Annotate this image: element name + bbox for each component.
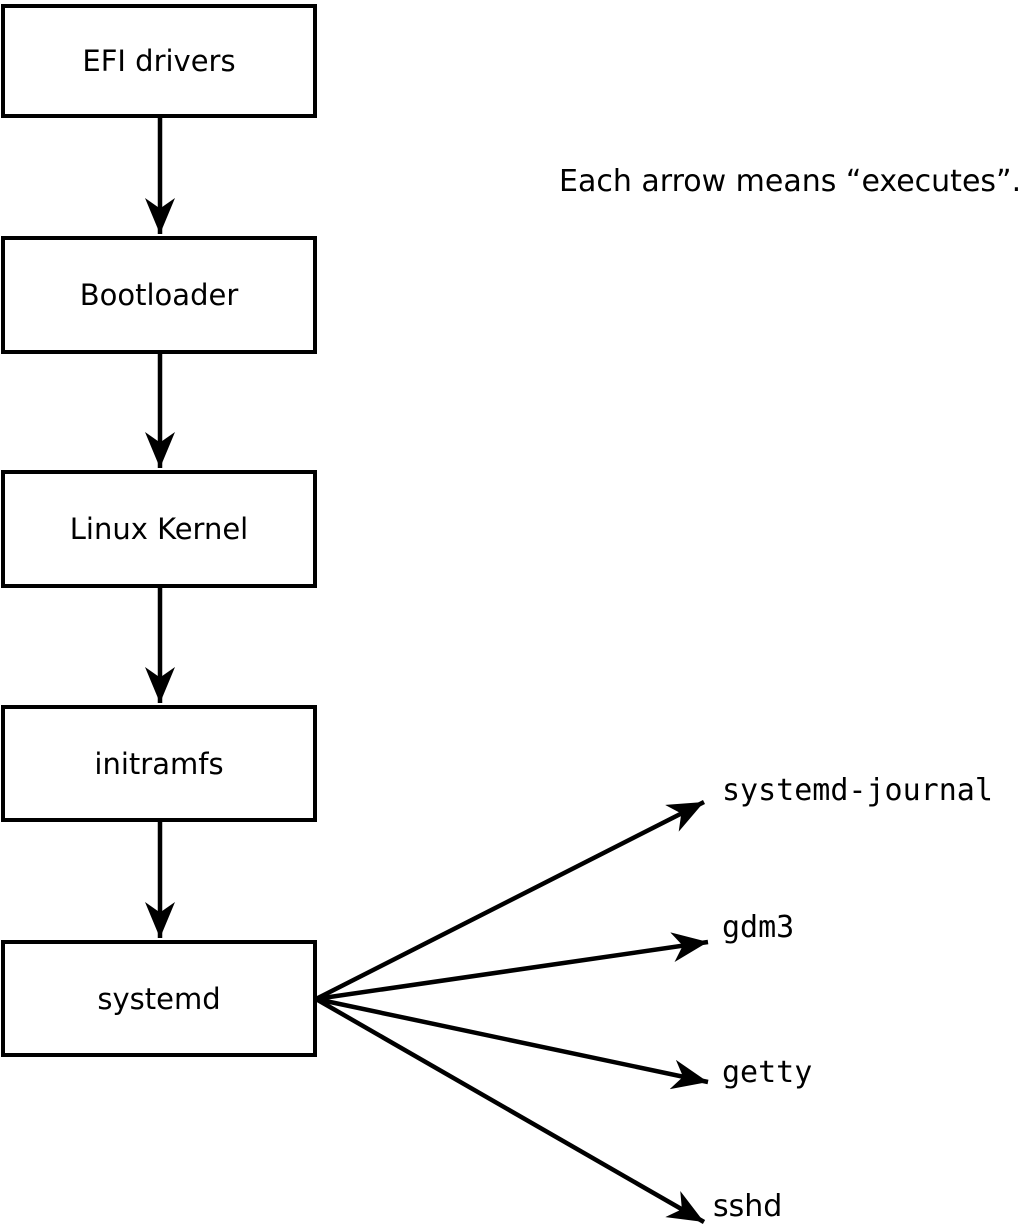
arrow-systemd-to-gdm3 [315, 932, 709, 1002]
spawned-label-getty: getty [722, 1055, 813, 1090]
spawned-label-gdm3: gdm3 [722, 910, 795, 945]
node-initramfs-label: initramfs [94, 746, 224, 781]
arrow-systemd-to-getty [315, 996, 709, 1090]
arrow-meaning-annotation: Each arrow means “executes”. [559, 164, 1022, 199]
node-efi-drivers: EFI drivers [1, 4, 317, 118]
node-bootloader-label: Bootloader [79, 278, 239, 312]
node-efi-drivers-label: EFI drivers [82, 44, 236, 78]
node-initramfs: initramfs [1, 705, 317, 822]
node-bootloader: Bootloader [1, 236, 317, 354]
node-linux-kernel-label: Linux Kernel [69, 512, 249, 546]
node-systemd: systemd [1, 940, 317, 1057]
arrow-systemd-to-sshd [314, 997, 706, 1224]
spawned-label-systemd-journal: systemd-journal [722, 773, 993, 808]
spawned-label-sshd: sshd [713, 1189, 783, 1224]
node-systemd-label: systemd [97, 981, 221, 1016]
node-linux-kernel: Linux Kernel [1, 470, 317, 588]
arrow-systemd-to-journal [314, 799, 706, 1002]
